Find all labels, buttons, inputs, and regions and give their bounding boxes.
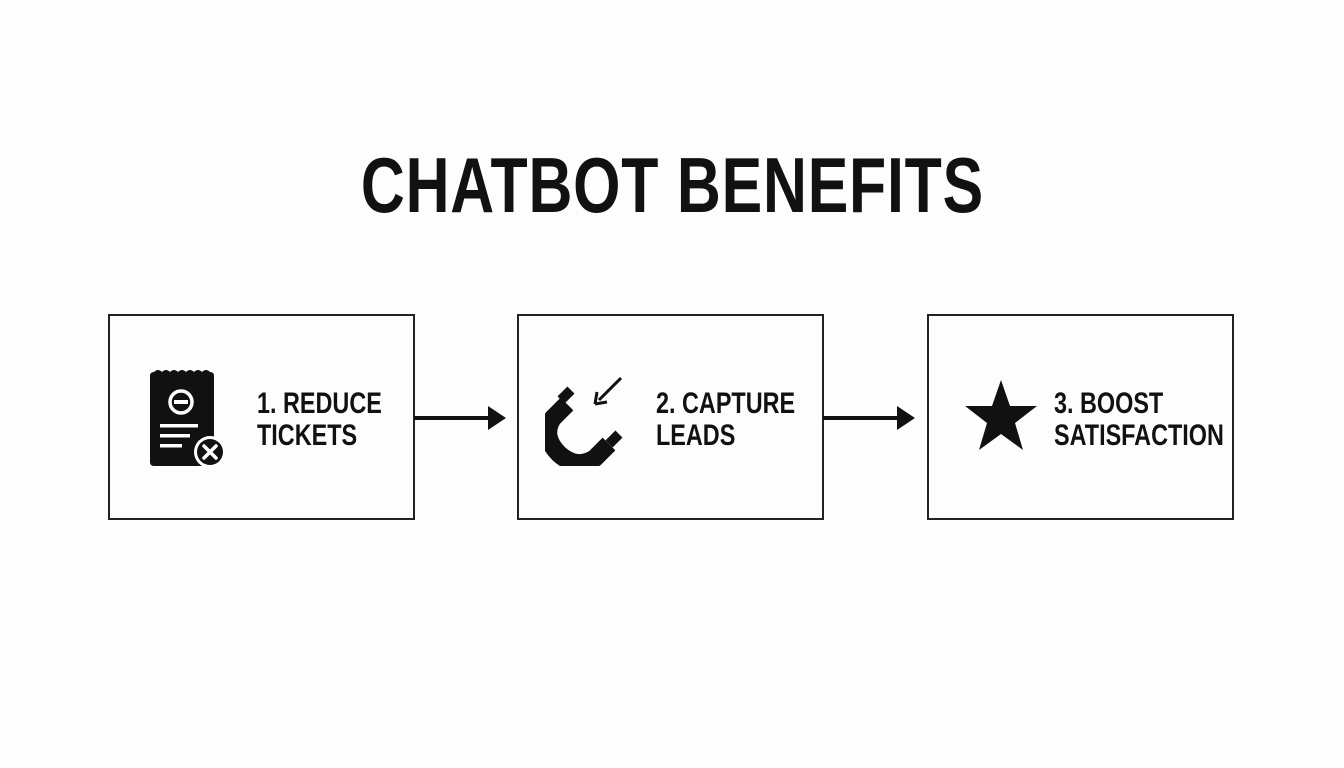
ticket-cancel-icon [150,370,226,468]
step-label-line2: LEADS [656,419,736,452]
arrow-right-icon [823,406,915,430]
step-label: 2. CAPTURE LEADS [656,388,795,452]
step-label: 3. BOOST SATISFACTION [1054,388,1224,452]
step-label-line2: SATISFACTION [1054,419,1224,452]
step-label-line2: TICKETS [257,419,358,452]
page-title: CHATBOT BENEFITS [0,140,1344,231]
step-label-line1: 1. REDUCE [257,387,382,420]
step-label-line1: 2. CAPTURE [656,387,796,420]
step-label-line1: 3. BOOST [1054,387,1164,420]
title-text: CHATBOT BENEFITS [360,141,984,229]
step-box-capture-leads: 2. CAPTURE LEADS [517,314,824,520]
star-icon [965,380,1037,450]
step-box-reduce-tickets: 1. REDUCE TICKETS [108,314,415,520]
step-box-boost-satisfaction: 3. BOOST SATISFACTION [927,314,1234,520]
step-label: 1. REDUCE TICKETS [257,388,382,452]
arrow-right-icon [414,406,506,430]
magnet-icon [545,376,623,466]
